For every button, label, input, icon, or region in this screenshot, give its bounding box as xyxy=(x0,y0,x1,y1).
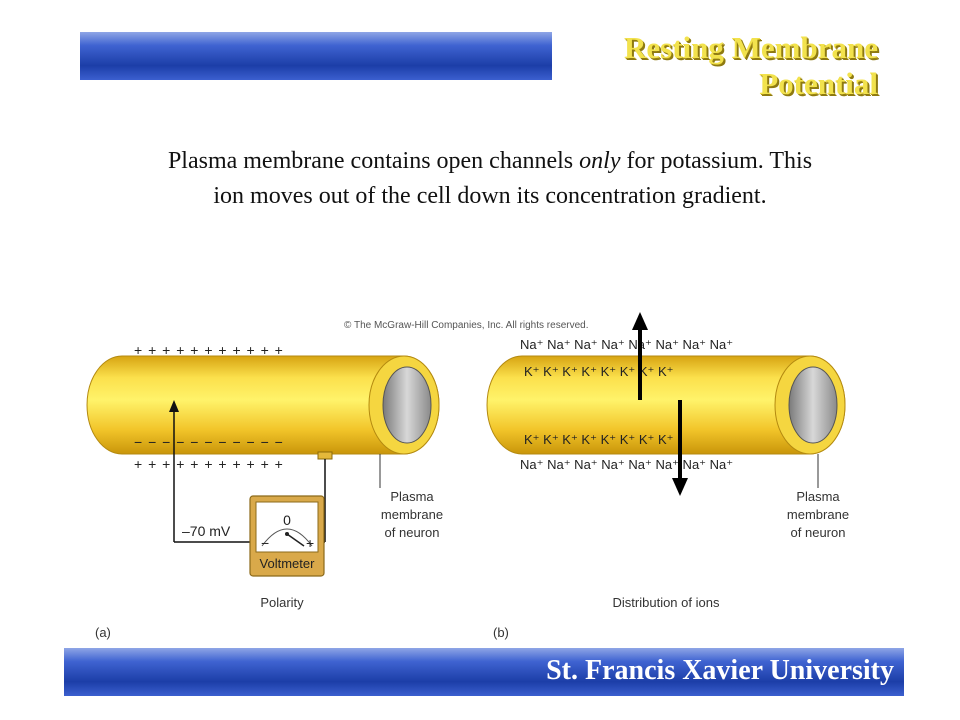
axon-lumen-b xyxy=(788,366,838,444)
title-line-2: Potential xyxy=(759,66,878,101)
body-text-emphasis: only xyxy=(579,148,621,174)
body-text-end: for potassium. This ion moves out of the… xyxy=(213,148,813,209)
membrane-label-a-line2: membrane xyxy=(381,507,443,522)
potassium-row-top: K⁺ K⁺ K⁺ K⁺ K⁺ K⁺ K⁺ K⁺ xyxy=(524,364,674,379)
arrow-down-icon xyxy=(672,478,688,496)
panel-a-polarity: + + + + + + + + + + + − − − − − − − − − … xyxy=(86,342,443,640)
membrane-label-b-line1: Plasma xyxy=(796,489,840,504)
panel-a-outer-charges-bottom: + + + + + + + + + + + xyxy=(134,456,284,472)
dial-pivot xyxy=(285,532,289,536)
voltage-reading: –70 mV xyxy=(182,523,231,539)
dial-needle xyxy=(286,533,305,547)
panel-a-outer-charges-top: + + + + + + + + + + + xyxy=(134,342,284,358)
sodium-row-top: Na⁺ Na⁺ Na⁺ Na⁺ Na⁺ Na⁺ Na⁺ Na⁺ xyxy=(520,337,733,352)
body-text-start: Plasma membrane contains open channels xyxy=(167,148,580,174)
university-name: St. Francis Xavier University xyxy=(546,655,894,686)
membrane-label-a-line1: Plasma xyxy=(390,489,434,504)
dial-plus-label: + xyxy=(306,535,314,551)
dial-scale xyxy=(261,528,313,547)
copyright-note: © The McGraw-Hill Companies, Inc. All ri… xyxy=(344,320,588,331)
footer-banner xyxy=(64,648,904,696)
potassium-row-bottom: K⁺ K⁺ K⁺ K⁺ K⁺ K⁺ K⁺ K⁺ xyxy=(524,432,674,447)
membrane-label-a-line3: of neuron xyxy=(385,525,440,540)
panel-b-caption: Distribution of ions xyxy=(613,595,720,610)
voltmeter-dial xyxy=(255,501,319,553)
panel-b-ion-distribution: Na⁺ Na⁺ Na⁺ Na⁺ Na⁺ Na⁺ Na⁺ Na⁺ K⁺ K⁺ K⁺… xyxy=(486,312,849,640)
electrode-arrow-icon xyxy=(169,400,179,412)
dial-minus-label: − xyxy=(261,535,269,551)
sodium-row-bottom: Na⁺ Na⁺ Na⁺ Na⁺ Na⁺ Na⁺ Na⁺ Na⁺ xyxy=(520,457,733,472)
panel-a-letter: (a) xyxy=(95,625,111,640)
voltmeter-icon: 0 − + Voltmeter xyxy=(249,495,325,577)
voltmeter-label: Voltmeter xyxy=(260,556,316,571)
dial-zero-label: 0 xyxy=(283,512,291,528)
panel-b-letter: (b) xyxy=(493,625,509,640)
title-line-1: Resting Membrane xyxy=(624,30,878,65)
title-banner xyxy=(80,32,552,80)
panel-a-caption: Polarity xyxy=(260,595,304,610)
electrode-outside xyxy=(317,451,333,460)
slide-body-text: Plasma membrane contains open channels o… xyxy=(150,144,830,214)
axon-lumen-a xyxy=(382,366,432,444)
membrane-label-b-line2: membrane xyxy=(787,507,849,522)
arrow-up-icon xyxy=(632,312,648,330)
slide-title: Resting Membrane Potential xyxy=(624,30,878,102)
panel-a-inner-charges-bottom: − − − − − − − − − − − xyxy=(134,434,284,450)
membrane-label-b-line3: of neuron xyxy=(791,525,846,540)
